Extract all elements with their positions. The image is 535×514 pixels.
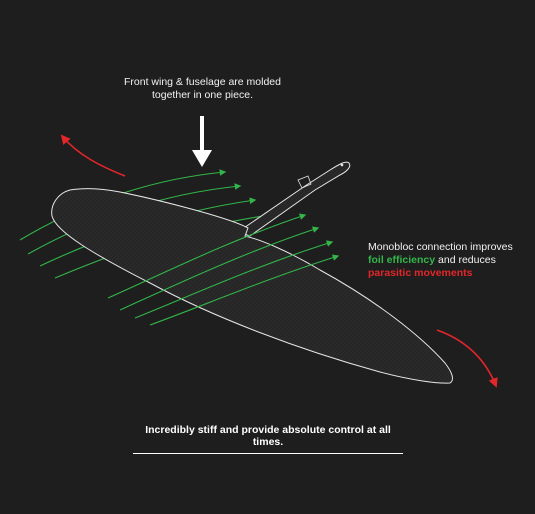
red-curved-arrow-icon [436, 329, 498, 388]
green-flow-arrow-icon [149, 254, 340, 326]
green-flow-arrow-icon [134, 240, 334, 319]
fuselage [236, 161, 351, 237]
red-curved-arrow-icon [60, 134, 126, 177]
fuselage-mast-plate [297, 175, 312, 189]
bottom-caption: Incredibly stiff and provide absolute co… [133, 424, 403, 454]
right-caption-line1: Monobloc connection improves [368, 241, 513, 253]
green-flow-arrow-icon [119, 226, 320, 311]
top-caption: Front wing & fuselage are molded togethe… [123, 76, 281, 101]
parasitic-movements-highlight: parasitic movements [368, 267, 473, 279]
right-caption-mid: and reduces [435, 254, 496, 266]
white-down-arrow-icon [192, 116, 212, 167]
flow-lines-front [107, 213, 340, 326]
right-caption: Monobloc connection improves foil effici… [368, 241, 533, 280]
fuselage-screw [340, 163, 344, 167]
green-flow-arrow-icon [107, 213, 307, 299]
foil-efficiency-highlight: foil efficiency [368, 254, 436, 266]
